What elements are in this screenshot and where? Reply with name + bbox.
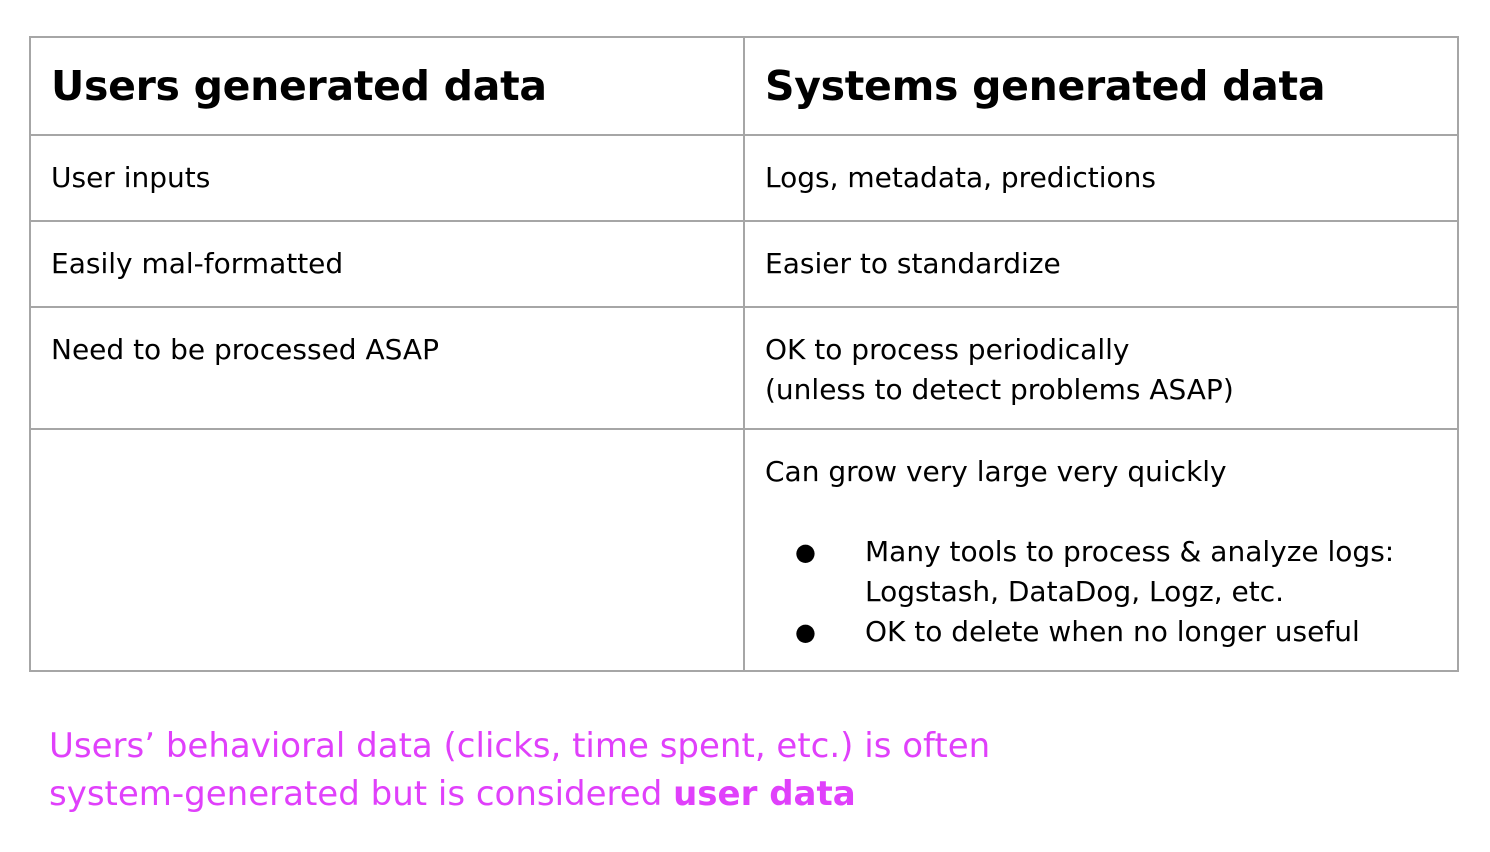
table-row: Easily mal-formatted Easier to standardi… [29, 220, 1459, 308]
table-cell-right: OK to process periodically (unless to de… [743, 306, 1459, 430]
table-cell-right: Can grow very large very quickly ● Many … [743, 428, 1459, 672]
bullet-item: ● Many tools to process & analyze logs: … [765, 532, 1439, 612]
table-cell-left: Need to be processed ASAP [29, 306, 745, 430]
table-cell-left: Easily mal-formatted [29, 220, 745, 308]
comparison-table: Users generated data Systems generated d… [29, 36, 1459, 672]
bullet-list: ● Many tools to process & analyze logs: … [765, 532, 1439, 652]
cell-line: Logs, metadata, predictions [765, 161, 1156, 194]
bullet-line: Many tools to process & analyze logs: [865, 535, 1395, 568]
table-cell-left: User inputs [29, 134, 745, 222]
cell-line: (unless to detect problems ASAP) [765, 373, 1234, 406]
cell-line: Can grow very large very quickly [765, 455, 1227, 488]
bullet-item: ● OK to delete when no longer useful [765, 612, 1439, 652]
footnote-line-2-text: system-generated but is considered [49, 774, 674, 814]
bullet-line: OK to delete when no longer useful [865, 615, 1360, 648]
table-cell-left-empty [29, 428, 745, 672]
table-row: Can grow very large very quickly ● Many … [29, 428, 1459, 672]
table-cell-right: Easier to standardize [743, 220, 1459, 308]
header-users-generated-data: Users generated data [29, 36, 745, 136]
table-row: Need to be processed ASAP OK to process … [29, 306, 1459, 430]
cell-line: Easier to standardize [765, 247, 1061, 280]
footnote-emphasis: user data [673, 774, 856, 814]
bullet-line: Logstash, DataDog, Logz, etc. [865, 575, 1285, 608]
footnote-line-1: Users’ behavioral data (clicks, time spe… [49, 726, 991, 766]
header-systems-generated-data: Systems generated data [743, 36, 1459, 136]
footnote-line-2: system-generated but is considered user … [49, 770, 1249, 818]
footnote: Users’ behavioral data (clicks, time spe… [49, 722, 1249, 818]
bullet-icon: ● [795, 538, 816, 566]
bullet-icon: ● [795, 618, 816, 646]
cell-line: OK to process periodically [765, 333, 1130, 366]
table-cell-right: Logs, metadata, predictions [743, 134, 1459, 222]
table-header-row: Users generated data Systems generated d… [29, 36, 1459, 136]
table-row: User inputs Logs, metadata, predictions [29, 134, 1459, 222]
